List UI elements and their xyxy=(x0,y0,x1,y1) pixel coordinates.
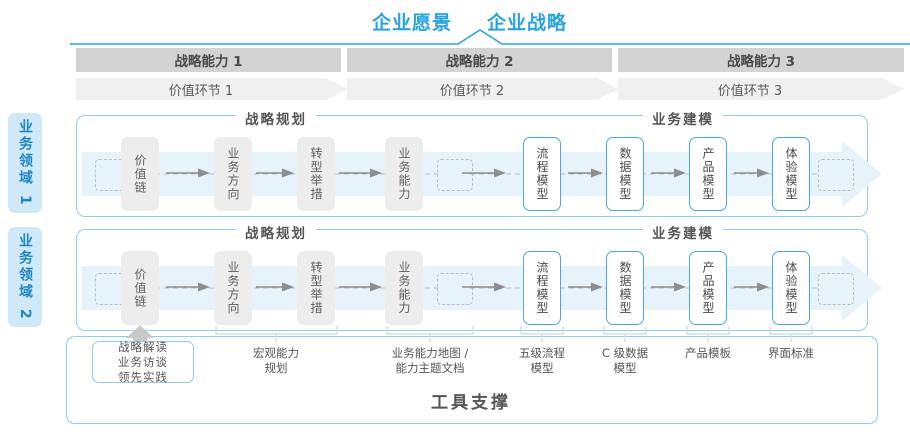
step-box-r1-p3[interactable]: 转型举措 xyxy=(297,137,335,211)
tool-highlight-line-1: 战略解读 业务访谈 领先实践 xyxy=(118,339,168,384)
section-caption-modeling-row1: 业务建模 xyxy=(643,108,723,128)
section-caption-planning-row1-wrap: 战略规划 xyxy=(76,108,476,128)
tool-support-title: 工具支撑 xyxy=(421,388,521,413)
arrow-r2-7 xyxy=(734,282,769,292)
ghost-box-r1-mid xyxy=(437,159,473,191)
step-label-r1-m2: 数据模型 xyxy=(618,147,632,201)
value-link-label-3: 价值环节 3 xyxy=(717,83,783,99)
step-label-r2-p3: 转型举措 xyxy=(309,261,323,315)
step-box-r2-p3[interactable]: 转型举措 xyxy=(297,251,335,325)
ghost-box-r2-end xyxy=(818,273,854,305)
ghost-box-r1-end xyxy=(818,159,854,191)
sidebar-domain-2-label: 业务领域 2 xyxy=(17,232,33,322)
tool-label-4: C 级数据 模型 xyxy=(601,346,649,375)
value-link-label-1: 价值环节 1 xyxy=(168,83,234,99)
section-caption-planning-row2-wrap: 战略规划 xyxy=(76,222,476,242)
tool-label-3: 五级流程 模型 xyxy=(519,346,565,375)
step-box-r1-m3[interactable]: 产品模型 xyxy=(689,137,727,211)
arrow-r2-1 xyxy=(166,282,210,292)
section-caption-planning-row1: 战略规划 xyxy=(236,108,316,128)
step-label-r2-p1: 价值链 xyxy=(133,267,147,309)
tool-support-title-wrap: 工具支撑 xyxy=(66,388,876,413)
arrow-r2-2 xyxy=(256,282,294,292)
step-box-r1-m1[interactable]: 流程模型 xyxy=(523,137,561,211)
step-box-r2-m3[interactable]: 产品模型 xyxy=(689,251,727,325)
step-box-r2-p4[interactable]: 业务能力 xyxy=(385,251,423,325)
tool-highlight-box[interactable]: 战略解读 业务访谈 领先实践 xyxy=(92,339,194,384)
step-box-r2-p2[interactable]: 业务方向 xyxy=(214,251,252,325)
step-label-r2-p2: 业务方向 xyxy=(226,261,240,315)
tool-brackets xyxy=(215,326,813,342)
step-box-r1-p4[interactable]: 业务能力 xyxy=(385,137,423,211)
arrow-r2-6 xyxy=(651,282,686,292)
step-label-r2-m2: 数据模型 xyxy=(618,261,632,315)
arrow-r2-5 xyxy=(568,282,603,292)
tool-label-2: 业务能力地图 / 能力主题文档 xyxy=(391,346,469,375)
section-caption-modeling-row2-wrap: 业务建模 xyxy=(500,222,866,242)
arrow-r1-2 xyxy=(256,168,294,178)
arrow-r1-3 xyxy=(339,168,382,178)
step-label-r2-m3: 产品模型 xyxy=(701,261,715,315)
step-label-r1-p1: 价值链 xyxy=(133,153,147,195)
arrow-r1-7 xyxy=(734,168,769,178)
step-label-r1-m3: 产品模型 xyxy=(701,147,715,201)
tool-label-6: 界面标准 xyxy=(768,346,814,360)
sidebar-domain-2[interactable]: 业务领域 2 xyxy=(8,227,42,327)
step-label-r2-m1: 流程模型 xyxy=(535,261,549,315)
arrow-r1-5 xyxy=(568,168,603,178)
step-label-r1-m4: 体验模型 xyxy=(784,147,798,201)
section-caption-modeling-row1-wrap: 业务建模 xyxy=(500,108,866,128)
arrow-r1-6 xyxy=(651,168,686,178)
capability-bar-1: 战略能力 1 xyxy=(76,48,341,72)
arrow-r1-1 xyxy=(166,168,210,178)
step-box-r2-m4[interactable]: 体验模型 xyxy=(772,251,810,325)
step-box-r2-m1[interactable]: 流程模型 xyxy=(523,251,561,325)
sidebar-domain-1-label: 业务领域 1 xyxy=(17,118,33,208)
step-label-r2-p4: 业务能力 xyxy=(397,261,411,315)
enterprise-vision-title: 企业愿景 xyxy=(372,12,453,34)
arrow-r2-4 xyxy=(462,282,506,292)
value-link-label-2: 价值环节 2 xyxy=(439,83,505,99)
arrow-r1-4 xyxy=(462,168,506,178)
step-label-r1-p2: 业务方向 xyxy=(226,147,240,201)
capability-bar-2: 战略能力 2 xyxy=(347,48,612,72)
step-box-r2-p1[interactable]: 价值链 xyxy=(121,251,159,325)
section-caption-modeling-row2: 业务建模 xyxy=(643,222,723,242)
step-box-r1-p1[interactable]: 价值链 xyxy=(121,137,159,211)
section-caption-planning-row2: 战略规划 xyxy=(236,222,316,242)
ghost-box-r2-mid xyxy=(437,273,473,305)
step-box-r1-m4[interactable]: 体验模型 xyxy=(772,137,810,211)
value-link-chevrons xyxy=(76,78,904,100)
step-box-r2-m2[interactable]: 数据模型 xyxy=(606,251,644,325)
step-box-r1-m2[interactable]: 数据模型 xyxy=(606,137,644,211)
sidebar-domain-1[interactable]: 业务领域 1 xyxy=(8,113,42,213)
step-label-r2-m4: 体验模型 xyxy=(784,261,798,315)
enterprise-strategy-title: 企业战略 xyxy=(487,12,568,34)
step-label-r1-p3: 转型举措 xyxy=(309,147,323,201)
tool-label-5: 产品模板 xyxy=(685,346,731,360)
vision-strategy-connector-line xyxy=(70,29,910,45)
arrow-r2-3 xyxy=(339,282,382,292)
step-box-r1-p2[interactable]: 业务方向 xyxy=(214,137,252,211)
step-label-r1-m1: 流程模型 xyxy=(535,147,549,201)
step-label-r1-p4: 业务能力 xyxy=(397,147,411,201)
capability-bar-3: 战略能力 3 xyxy=(618,48,904,72)
tool-label-1: 宏观能力 规划 xyxy=(253,346,299,375)
